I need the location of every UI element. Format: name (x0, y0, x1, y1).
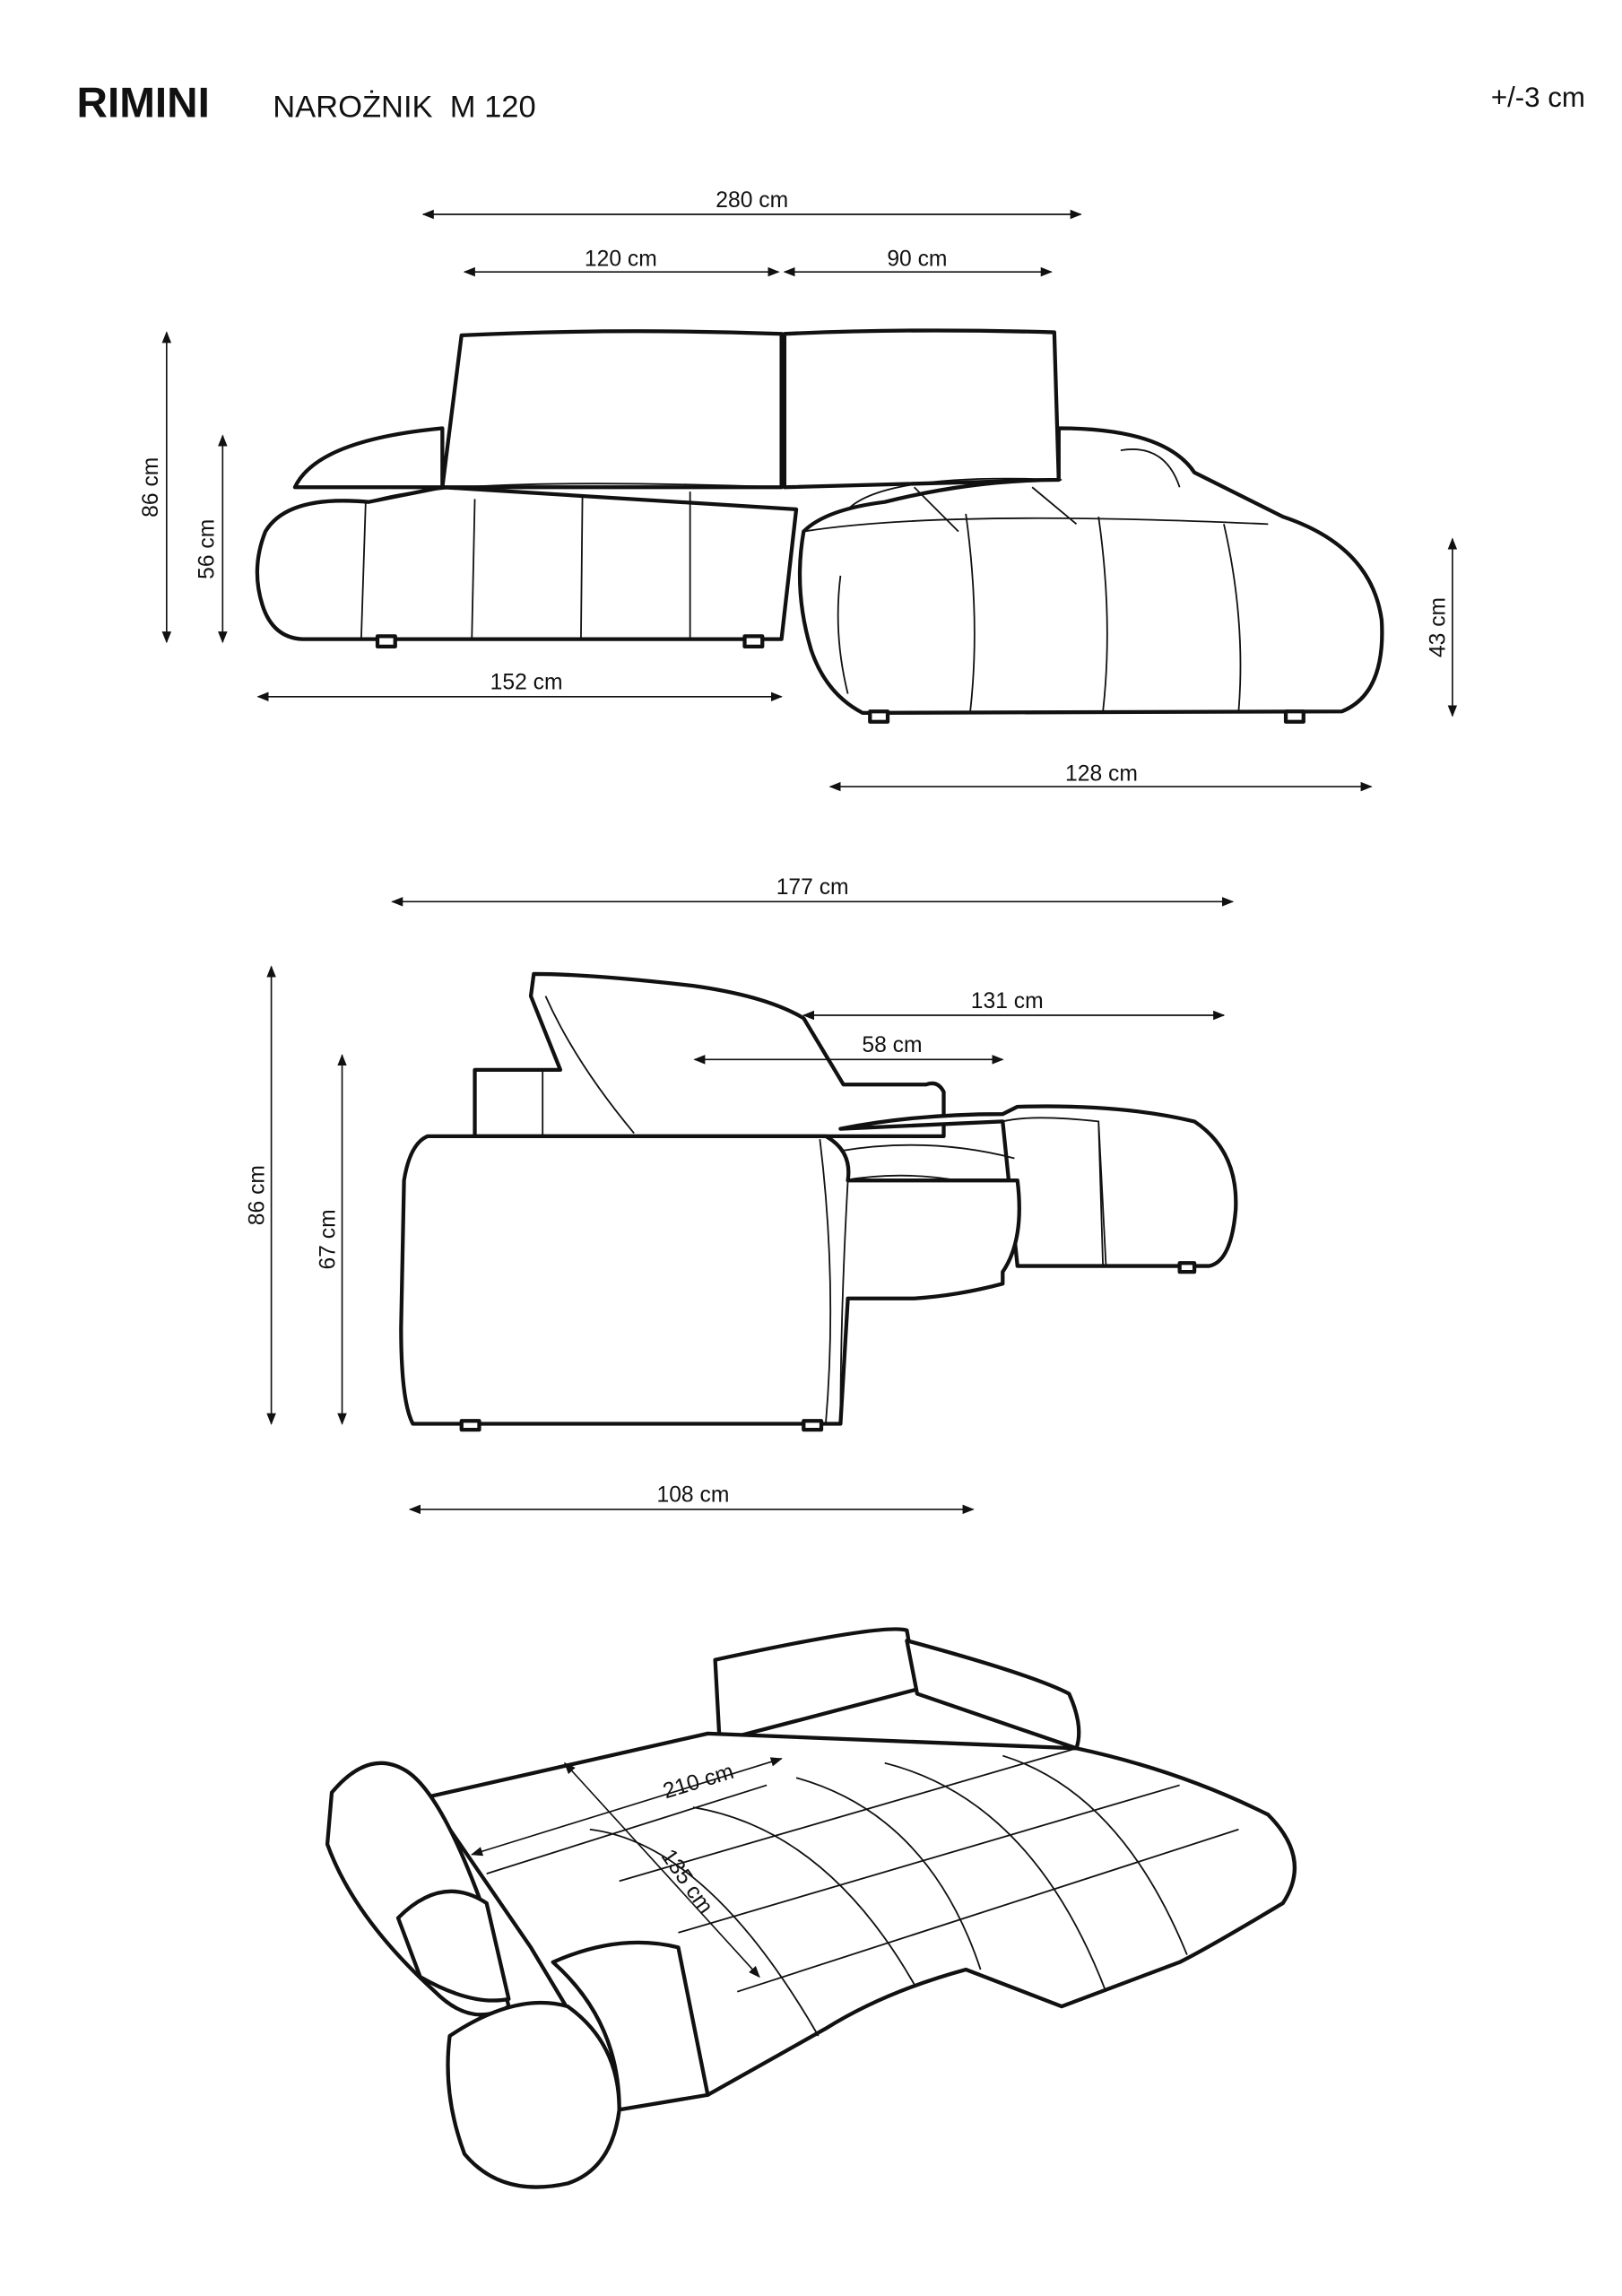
dim-right-cushion: 90 cm (887, 248, 947, 272)
dim-total-depth: 177 cm (776, 875, 849, 900)
dim-side-armrest-height: 67 cm (316, 1209, 340, 1269)
front-view-dimensions: 280 cm 120 cm 90 cm 86 cm 56 cm 43 cm 15… (139, 188, 1458, 792)
dim-chaise-width: 128 cm (1065, 762, 1138, 787)
dim-seat-height: 43 cm (1427, 597, 1451, 657)
side-view-sofa (399, 971, 1238, 1432)
product-subtitle: NAROŻNIK M 120 (273, 89, 535, 124)
tolerance-note: +/-3 cm (1491, 82, 1585, 113)
dim-total-width: 280 cm (716, 188, 788, 213)
dim-left-section: 152 cm (490, 671, 563, 695)
dim-seat-depth: 58 cm (862, 1033, 922, 1057)
product-name: RIMINI (77, 79, 210, 126)
dim-side-total-height: 86 cm (245, 1165, 269, 1225)
front-view-sofa (255, 328, 1384, 724)
dim-armrest-height: 56 cm (195, 519, 219, 579)
dim-body-depth: 108 cm (657, 1483, 730, 1508)
dim-chaise-depth: 131 cm (971, 989, 1044, 1013)
dim-left-cushion: 120 cm (585, 248, 657, 272)
side-view-dimensions: 177 cm 131 cm 58 cm 86 cm 67 cm 108 cm (245, 875, 1235, 1515)
bed-view-sofa (325, 1627, 1297, 2189)
dim-total-height: 86 cm (139, 457, 163, 517)
